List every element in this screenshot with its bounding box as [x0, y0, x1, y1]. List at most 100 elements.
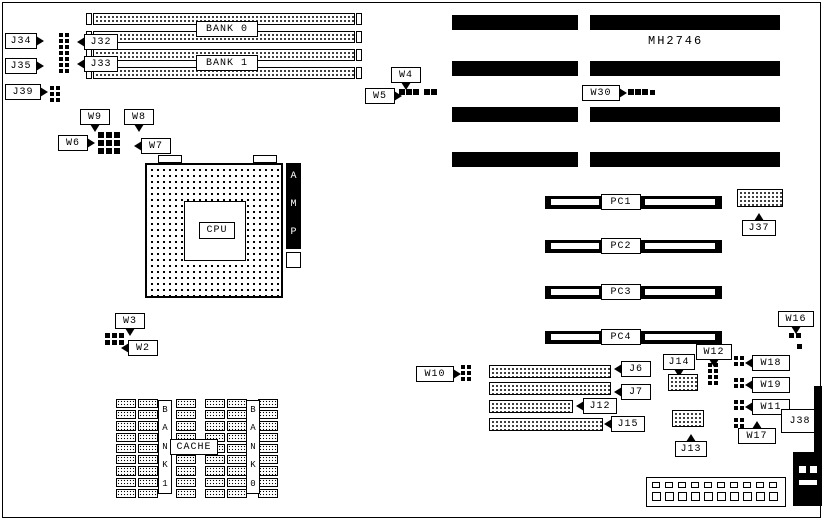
memory-chip	[138, 399, 158, 409]
connector-pin-socket	[665, 482, 673, 488]
pc2-label: PC2	[601, 238, 641, 254]
jumper-pin	[59, 45, 63, 49]
isa-slot-1-right	[590, 15, 780, 30]
jumper-pin	[714, 363, 718, 367]
jumper-pin	[635, 89, 641, 95]
jumper-pin	[740, 378, 744, 382]
memory-chip	[138, 410, 158, 420]
jumper-pin	[56, 92, 60, 96]
memory-chip	[116, 466, 136, 476]
cache-chip-column	[116, 399, 136, 498]
jumper-pin	[734, 400, 738, 404]
j12-header	[489, 400, 573, 413]
callout-j32: J32	[77, 34, 118, 50]
simm-endcap	[356, 49, 362, 61]
w30-pin	[650, 90, 655, 95]
jumper-pin	[105, 340, 110, 345]
callout-w5: W5	[365, 88, 402, 104]
jumper-pin	[797, 344, 802, 349]
isa-slot-4-right	[590, 152, 780, 167]
callout-j34-pointer	[36, 36, 44, 46]
bank0-label: BANK 0	[196, 21, 258, 37]
connector-pin-socket	[678, 492, 687, 501]
memory-chip	[258, 488, 278, 498]
isa-slot-2-left	[452, 61, 578, 76]
callout-w30: W30	[582, 85, 627, 101]
callout-w12: W12	[696, 344, 732, 367]
jumper-pin	[50, 98, 54, 102]
simm-endcap	[86, 13, 92, 25]
connector-pin-socket	[756, 482, 764, 488]
jumper-pin	[734, 384, 738, 388]
jumper-pin	[740, 424, 744, 428]
cpu-label: CPU	[199, 222, 235, 239]
jumper-pin	[413, 89, 419, 95]
jumper-pin	[59, 51, 63, 55]
connector-pin-socket	[769, 492, 778, 501]
connector-pin-socket	[652, 492, 661, 501]
connector-pin-socket	[756, 492, 765, 501]
callout-j32-pointer	[77, 37, 85, 47]
jumper-pin	[65, 57, 69, 61]
cache-chip-column	[258, 399, 278, 498]
connector-pin-socket	[678, 482, 686, 488]
callout-j13-pointer	[686, 434, 696, 442]
callout-j7: J7	[614, 384, 651, 400]
jumper-pin	[65, 45, 69, 49]
pci-slot-4-key-right	[645, 334, 715, 340]
w16-pin	[797, 344, 802, 349]
jumper-pin	[114, 148, 120, 154]
memory-chip	[258, 443, 278, 454]
simm-socket-2	[93, 31, 355, 43]
jumper-pin	[461, 371, 465, 375]
pc4-label: PC4	[601, 329, 641, 345]
connector-pin-socket	[743, 492, 752, 501]
callout-w18-pointer	[745, 358, 753, 368]
jumper-pin	[106, 140, 112, 146]
callout-w11: W11	[745, 399, 790, 415]
pci-slot-1-key-left	[551, 199, 599, 205]
jumper-pin	[431, 89, 437, 95]
callout-j14-pointer	[674, 369, 684, 377]
w6-w9-jumper-block	[98, 132, 120, 154]
jumper-pin	[59, 57, 63, 61]
callout-j35: J35	[5, 58, 44, 74]
memory-chip	[258, 399, 278, 409]
memory-chip	[227, 421, 247, 431]
callout-w6: W6	[58, 135, 95, 151]
jumper-pin	[59, 33, 63, 37]
din-slot-2	[810, 466, 817, 473]
jumper-pin	[714, 369, 718, 373]
jumper-pin	[114, 132, 120, 138]
jumper-pin	[461, 365, 465, 369]
connector-pin-socket	[730, 482, 738, 488]
memory-chip	[116, 399, 136, 409]
jumper-pin	[740, 418, 744, 422]
jumper-pin	[740, 356, 744, 360]
callout-w4-pointer	[401, 82, 411, 90]
jumper-pin	[708, 363, 712, 367]
w19-jumper	[734, 378, 744, 388]
w4-jumper	[424, 89, 437, 95]
jumper-pin	[65, 63, 69, 67]
jumper-pin	[56, 86, 60, 90]
isa-slot-4-left	[452, 152, 578, 167]
callout-w16: W16	[778, 311, 814, 334]
memory-chip	[176, 466, 196, 476]
callout-w30-pointer	[619, 88, 627, 98]
callout-j39-pointer	[40, 87, 48, 97]
callout-j39: J39	[5, 84, 48, 100]
isa-slot-3-left	[452, 107, 578, 122]
callout-w4: W4	[391, 67, 421, 90]
callout-w8: W8	[124, 109, 154, 132]
callout-j34: J34	[5, 33, 44, 49]
pc3-label: PC3	[601, 284, 641, 300]
j7-header	[489, 382, 611, 395]
memory-chip	[138, 466, 158, 476]
jumper-pin	[642, 89, 648, 95]
connector-pin-socket	[717, 492, 726, 501]
memory-chip	[116, 477, 136, 487]
callout-w19-pointer	[745, 380, 753, 390]
simm-endcap	[356, 31, 362, 43]
